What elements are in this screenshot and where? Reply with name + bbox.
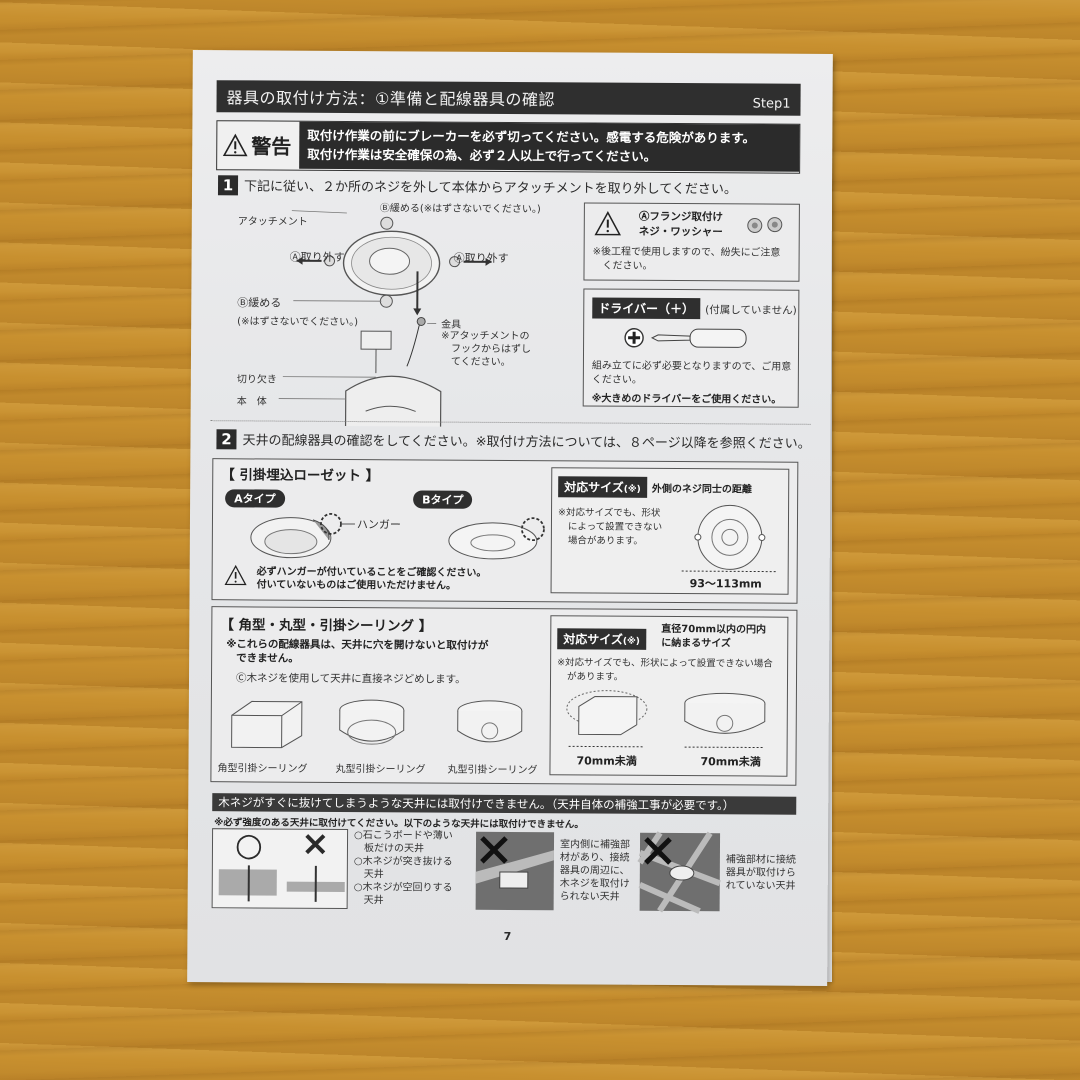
rosette-size-title-row: 対応サイズ(※) 外側のネジ同士の距離 — [558, 476, 752, 498]
driver-note-bold: ※大きめのドライバーをご使用ください。 — [591, 393, 782, 406]
ng-symbol: × — [300, 823, 330, 864]
label-b-loosen-note: (※はずさないでください。) — [237, 316, 359, 329]
dimension-square: 70mm未満 — [576, 754, 637, 768]
warning-message: 取付け作業の前にブレーカーを必ず切ってください。感電する危険があります。 取付け… — [299, 121, 800, 172]
screwdriver-note-box: ドライバー（＋） (付属していません) 組み立てに必ず必要となりますので、ご用意… — [582, 288, 800, 408]
label-bracket-note: ※アタッチメントの フックからはずし てください。 — [441, 330, 532, 369]
driver-title: ドライバー（＋） — [592, 297, 701, 320]
warning-box: 警告 取付け作業の前にブレーカーを必ず切ってください。感電する危険があります。 … — [216, 120, 801, 174]
label-bracket: 金具 — [441, 319, 462, 331]
step1-instruction: 下記に従い、２か所のネジを外して本体からアタッチメントを取り外してください。 — [243, 179, 737, 198]
label-hanger: ハンガー — [356, 518, 401, 532]
attachment-illustration — [278, 210, 492, 427]
driver-note: 組み立てに必ず必要となりますので、ご用意 ください。 — [591, 360, 792, 386]
fixture-label-round-2: 丸型引掛シーリング — [447, 764, 538, 777]
ceiling-beam-x-icon — [475, 836, 554, 889]
label-notch: 切り欠き — [236, 374, 277, 386]
label-a-remove-left: Ⓐ取り外す — [289, 250, 345, 264]
ceiling-note: Ⓒ木ネジを使用して天井に直接ネジどめします。 — [235, 672, 466, 686]
step-number: 2 — [216, 428, 237, 449]
label-b-loosen-top: Ⓑ緩める(※はずさないでください。) — [379, 203, 541, 216]
type-a-badge: Aタイプ — [225, 489, 285, 508]
ng-case-3-text: 補強部材に接続 器具が取付けら れていない天井 — [725, 854, 796, 892]
label-b-loosen-bottom: Ⓑ緩める — [237, 296, 282, 310]
rosette-illustrations — [250, 513, 545, 560]
ceiling-dimension-drawings — [566, 690, 766, 749]
fixture-label-square: 角型引掛シーリング — [217, 763, 308, 775]
ng-case-2-text: 室内側に補強部 材があり、接続 器具の周辺に、 木ネジを取付け られない天井 — [559, 839, 631, 903]
dimension-round: 70mm未満 — [700, 755, 761, 769]
label-attachment: アタッチメント — [237, 216, 308, 228]
ok-symbol: ○ — [234, 825, 264, 864]
rosette-dimension: 93～113mm — [689, 577, 762, 591]
warning-label: 警告 — [217, 121, 297, 168]
ng-case-reinforcement-indoor — [475, 831, 555, 911]
screw-in-board-icon — [218, 865, 345, 902]
warning-triangle-icon — [594, 211, 621, 236]
size-title: 外側のネジ同士の距離 — [651, 483, 752, 496]
type-b-badge: Bタイプ — [413, 490, 473, 509]
warning-triangle-icon — [224, 564, 247, 586]
ceiling-fixture-illustrations — [231, 699, 523, 749]
manual-page: 器具の取付け方法：①準備と配線器具の確認 Step1 警告 取付け作業の前にブレ… — [187, 50, 833, 986]
hanger-caution: 必ずハンガーが付いていることをご確認ください。 付いていないものはご使用いただけ… — [256, 566, 487, 592]
rosette-dimension-drawing — [681, 504, 778, 573]
flange-note: ※後工程で使用しますので、紛失にご注意 ください。 — [592, 246, 781, 272]
ceiling-note-bold: ※これらの配線器具は、天井に穴を開けないと取付けが できません。 — [226, 638, 489, 665]
ceiling-heading: 【 角型・丸型・引掛シーリング 】 — [220, 617, 433, 635]
ceiling-grid-x-icon — [637, 831, 721, 914]
ok-ng-screw-diagram: ○ × — [211, 824, 349, 910]
ng-case-no-reinforcement — [637, 831, 721, 914]
rosette-size-note: ※対応サイズでも、形状 によって設置できない 場合があります。 — [557, 507, 663, 547]
driver-not-included: (付属していません) — [705, 304, 797, 317]
step-number: 1 — [217, 174, 239, 195]
page-title-bar: 器具の取付け方法：①準備と配線器具の確認 Step1 — [216, 80, 801, 116]
flange-screw-note-box: Ⓐフランジ取付け ネジ・ワッシャー ※後工程で使用しますので、紛失にご注意 くだ… — [583, 202, 800, 282]
ceiling-size-chip-wrap: 対応サイズ(※) — [557, 628, 646, 650]
step2-instruction: 天井の配線器具の確認をしてください。※取付け方法については、８ページ以降を参照く… — [242, 433, 811, 452]
ceiling-size-note: ※対応サイズでも、形状によって設置できない場合 があります。 — [557, 657, 773, 683]
screw-washer-icon — [747, 217, 783, 233]
ceiling-section: 【 角型・丸型・引掛シーリング 】 ※これらの配線器具は、天井に穴を開けないと取… — [210, 606, 798, 786]
rosette-heading: 【 引掛埋込ローゼット 】 — [221, 467, 380, 485]
phillips-screwdriver-icon — [624, 328, 747, 348]
flange-title: Ⓐフランジ取付け ネジ・ワッシャー — [638, 210, 723, 239]
label-body: 本 体 — [236, 396, 267, 408]
label-a-remove-right: Ⓐ取り外す — [453, 251, 509, 265]
size-chip: 対応サイズ(※) — [557, 628, 646, 650]
page-title: 器具の取付け方法：①準備と配線器具の確認 — [226, 88, 555, 110]
ceiling-size-title: 直径70mm以内の円内 に納まるサイズ — [661, 623, 767, 650]
rosette-section: 【 引掛埋込ローゼット 】 Aタイプ Bタイプ ハンガー 必ずハンガーが付いてい… — [211, 458, 799, 604]
step2-heading: 2 天井の配線器具の確認をしてください。※取付け方法については、８ページ以降を参照… — [216, 428, 811, 452]
fixture-label-round-1: 丸型引掛シーリング — [335, 763, 426, 776]
weak-ceiling-list: ○石こうボードや薄い 板だけの天井 ○木ネジが突き抜ける 天井 ○木ネジが空回り… — [353, 830, 453, 907]
size-chip: 対応サイズ(※) — [558, 476, 647, 498]
warning-triangle-icon — [222, 133, 248, 156]
step-label: Step1 — [752, 96, 791, 112]
ceiling-size-box: 対応サイズ(※) 直径70mm以内の円内 に納まるサイズ ※対応サイズでも、形状… — [549, 615, 789, 777]
page-number: 7 — [503, 929, 512, 944]
strength-banner: 木ネジがすぐに抜けてしまうような天井には取付けできません。（天井自体の補強工事が… — [212, 793, 797, 815]
rosette-size-box: 対応サイズ(※) 外側のネジ同士の距離 ※対応サイズでも、形状 によって設置でき… — [550, 467, 790, 595]
attachment-removal-diagram: アタッチメント Ⓑ緩める(※はずさないでください。) Ⓐ取り外す Ⓐ取り外す Ⓑ… — [231, 200, 592, 427]
driver-title-row: ドライバー（＋） (付属していません) — [592, 297, 797, 320]
